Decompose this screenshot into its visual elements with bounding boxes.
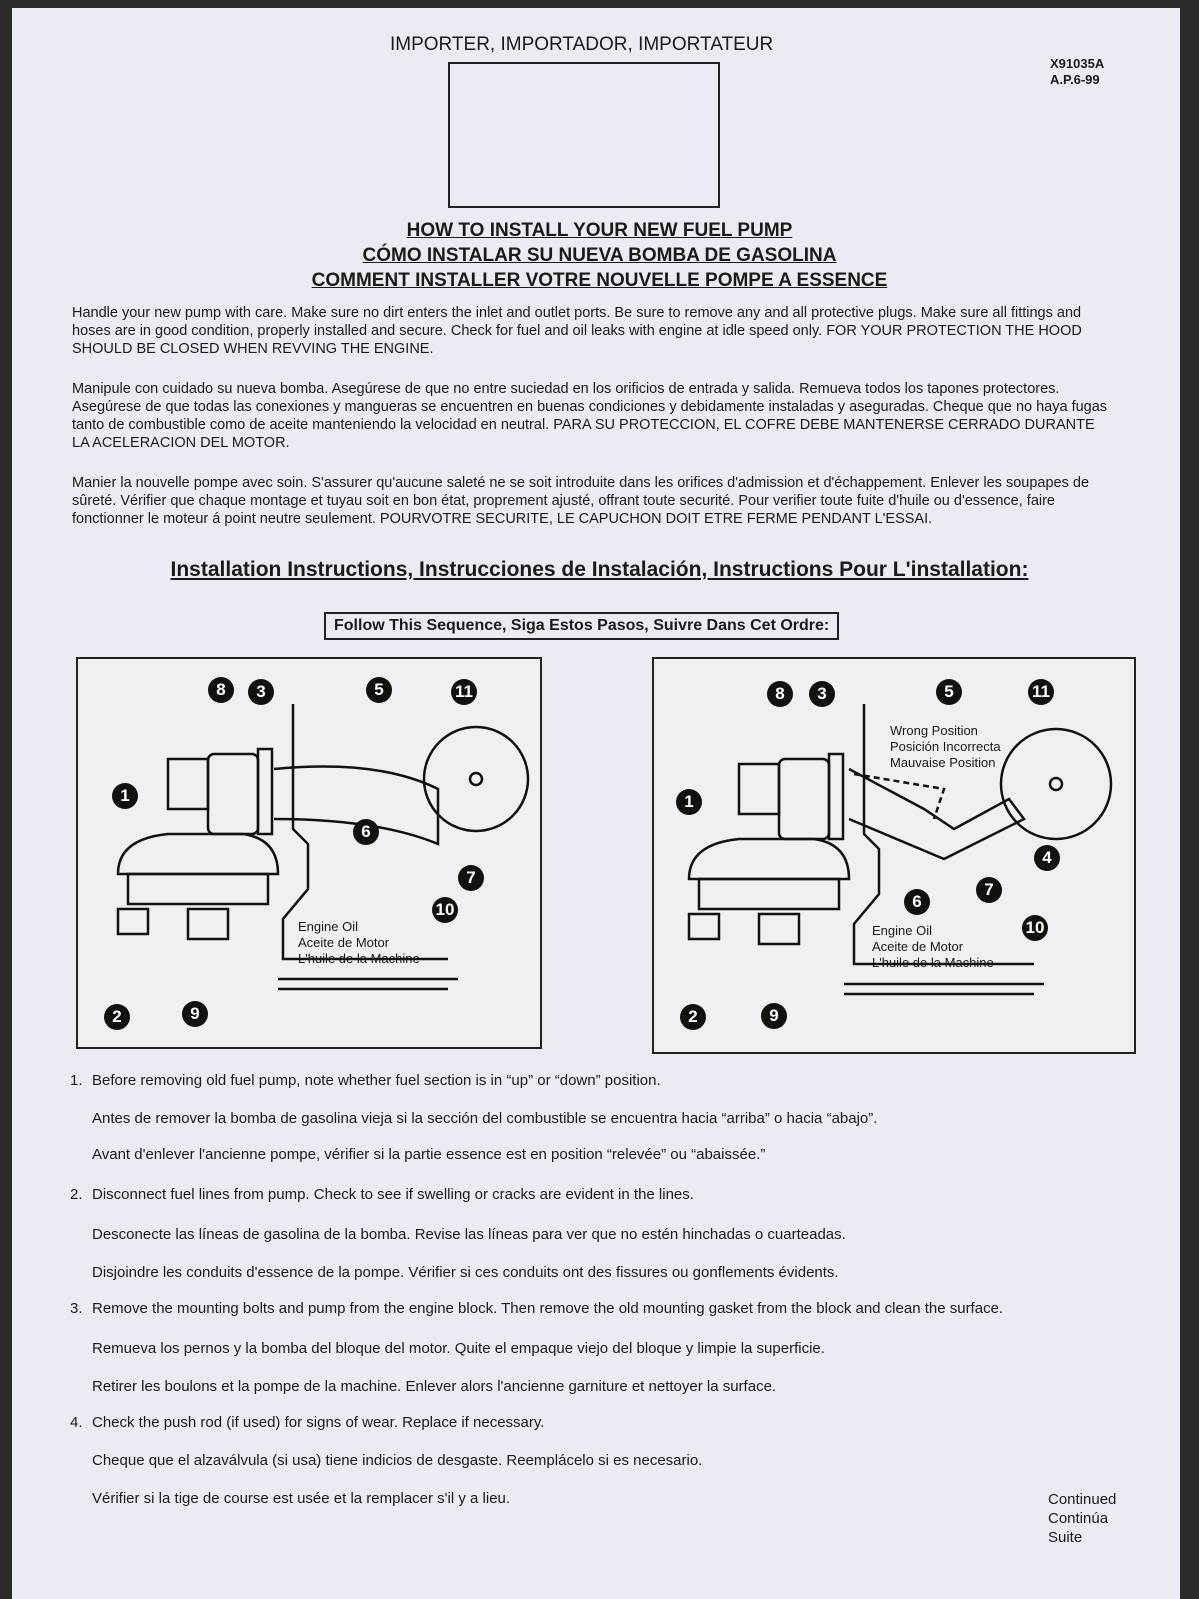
intro-fr: Manier la nouvelle pompe avec soin. S'as…	[72, 475, 1090, 527]
step-marker: 4	[1034, 845, 1060, 871]
step-marker: 7	[976, 877, 1002, 903]
continued-note: Continued Continúa Suite	[1048, 1490, 1116, 1547]
step-marker: 6	[353, 819, 379, 845]
step-text-fr: Avant d'enlever l'ancienne pompe, vérifi…	[92, 1146, 766, 1163]
step-marker: 11	[1028, 679, 1054, 705]
oil-es: Aceite de Motor	[298, 935, 390, 950]
wrong-position-label: Wrong Position Posición Incorrecta Mauva…	[890, 723, 1001, 771]
oil-en: Engine Oil	[872, 923, 932, 938]
title-fr: COMMENT INSTALLER VOTRE NOUVELLE POMPE A…	[311, 270, 888, 291]
step-2: 2. Disconnect fuel lines from pump. Check…	[70, 1186, 1120, 1203]
doc-date: A.P.6-99	[1050, 72, 1100, 87]
sequence-label: Follow This Sequence, Siga Estos Pasos, …	[324, 612, 840, 640]
importer-box	[448, 62, 720, 208]
step-4: 4. Check the push rod (if used) for signs…	[70, 1414, 1120, 1431]
step-number: 4.	[70, 1414, 83, 1431]
step-text-en: Remove the mounting bolts and pump from …	[92, 1300, 1004, 1317]
engine-oil-label: Engine Oil Aceite de Motor L'huile de la…	[298, 919, 420, 967]
oil-es: Aceite de Motor	[872, 939, 964, 954]
oil-en: Engine Oil	[298, 919, 358, 934]
intro-en: Handle your new pump with care. Make sur…	[72, 305, 1082, 357]
step-text-es: Desconecte las líneas de gasolina de la …	[92, 1226, 846, 1243]
title-es: CÓMO INSTALAR SU NUEVA BOMBA DE GASOLINA	[362, 245, 837, 266]
step-marker: 7	[458, 865, 484, 891]
step-marker: 2	[680, 1004, 706, 1030]
intro-es: Manipule con cuidado su nueva bomba. Ase…	[72, 381, 1108, 451]
step-marker: 5	[936, 679, 962, 705]
step-marker: 8	[208, 677, 234, 703]
step-marker: 1	[112, 783, 138, 809]
engine-oil-label: Engine Oil Aceite de Motor L'huile de la…	[872, 923, 994, 971]
step-3: 3. Remove the mounting bolts and pump fro…	[70, 1300, 1120, 1317]
step-text-en: Check the push rod (if used) for signs o…	[92, 1414, 545, 1431]
step-marker: 1	[676, 789, 702, 815]
step-number: 3.	[70, 1300, 83, 1317]
step-marker: 6	[904, 889, 930, 915]
wrong-en: Wrong Position	[890, 723, 978, 738]
section-title: Installation Instructions, Instrucciones…	[170, 558, 1029, 581]
continued-es: Continúa	[1048, 1510, 1109, 1527]
importer-label: IMPORTER, IMPORTADOR, IMPORTATEUR	[390, 34, 774, 55]
oil-fr: L'huile de la Machine	[872, 955, 994, 970]
fuel-pump-illustration	[687, 704, 1113, 996]
step-text-fr: Disjoindre les conduits d'essence de la …	[92, 1264, 839, 1281]
diagram-correct: 8 3 5 11 1 6 7 10 2 9 Engine Oil Aceite …	[76, 657, 542, 1049]
step-marker: 3	[248, 679, 274, 705]
step-text-fr: Retirer les boulons et la pompe de la ma…	[92, 1378, 777, 1395]
step-marker: 10	[1022, 915, 1048, 941]
part-code: X91035A	[1050, 56, 1105, 71]
step-text-es: Cheque que el alzaválvula (si usa) tiene…	[92, 1452, 703, 1469]
continued-fr: Suite	[1048, 1529, 1083, 1546]
wrong-fr: Mauvaise Position	[890, 755, 996, 770]
step-number: 2.	[70, 1186, 83, 1203]
step-text-fr: Vérifier si la tige de course est usée e…	[92, 1490, 511, 1507]
wrong-es: Posición Incorrecta	[890, 739, 1001, 754]
step-marker: 2	[104, 1004, 130, 1030]
title-en: HOW TO INSTALL YOUR NEW FUEL PUMP	[406, 220, 793, 241]
step-1: 1. Before removing old fuel pump, note wh…	[70, 1072, 1120, 1089]
step-text-en: Disconnect fuel lines from pump. Check t…	[92, 1186, 694, 1203]
step-text-es: Antes de remover la bomba de gasolina vi…	[92, 1110, 878, 1127]
step-number: 1.	[70, 1072, 83, 1089]
diagram-wrong-position: 8 3 5 11 1 4 7 6 10 2 9 Wrong Position P…	[652, 657, 1136, 1054]
step-marker: 11	[451, 679, 477, 705]
oil-fr: L'huile de la Machine	[298, 951, 420, 966]
step-marker: 9	[182, 1001, 208, 1027]
step-marker: 3	[809, 681, 835, 707]
step-marker: 10	[432, 897, 458, 923]
step-marker: 8	[767, 681, 793, 707]
step-marker: 9	[761, 1003, 787, 1029]
fuel-pump-illustration	[116, 704, 530, 991]
continued-en: Continued	[1048, 1491, 1117, 1508]
step-marker: 5	[366, 677, 392, 703]
step-text-en: Before removing old fuel pump, note whet…	[92, 1072, 661, 1089]
step-text-es: Remueva los pernos y la bomba del bloque…	[92, 1340, 825, 1357]
